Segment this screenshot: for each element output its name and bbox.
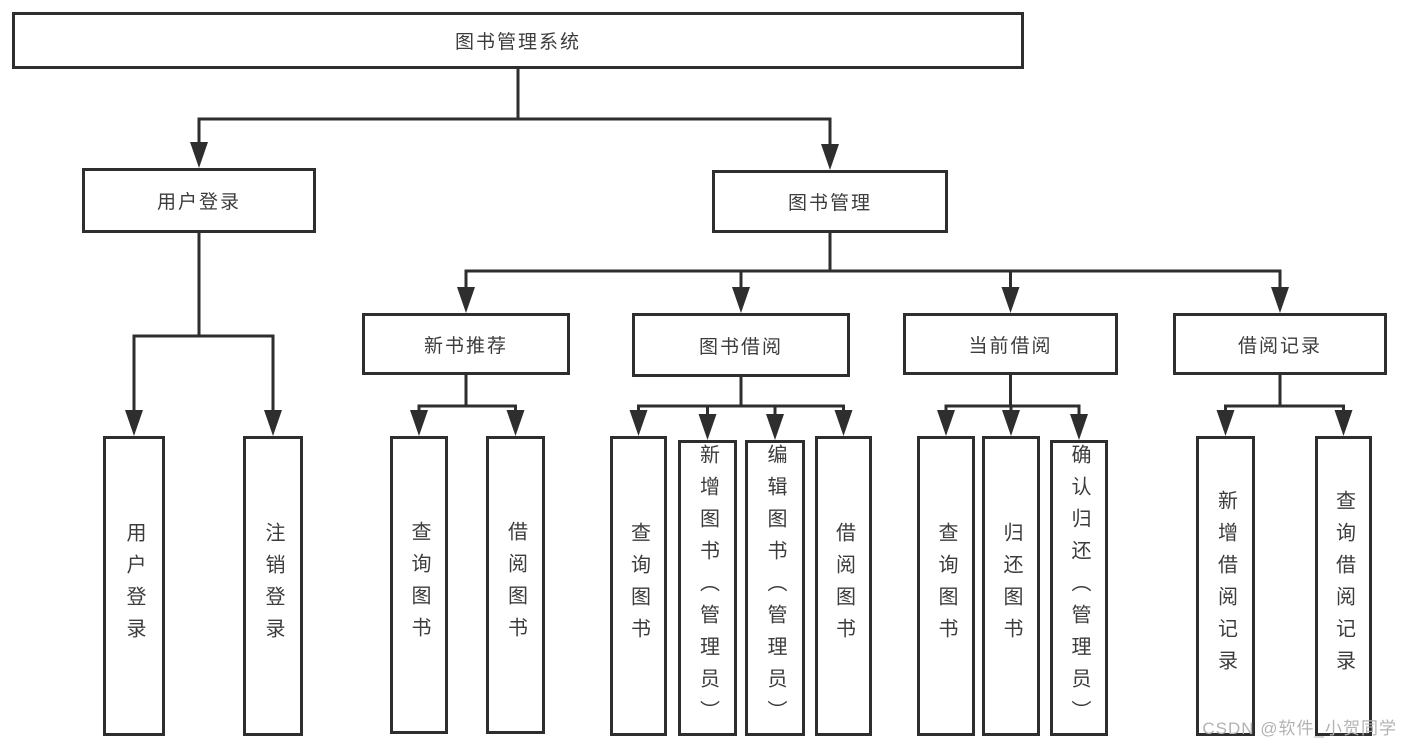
arrowhead-icon (698, 414, 717, 440)
arrowhead-icon (506, 410, 525, 436)
arrowhead-icon (834, 410, 853, 436)
arrowhead-icon (125, 410, 143, 436)
node-user-login: 用户登录 (82, 168, 316, 233)
node-logout: 注销登录 (243, 436, 303, 736)
arrowhead-icon (1070, 414, 1088, 440)
arrowhead-icon (190, 142, 208, 168)
arrowhead-icon (264, 410, 282, 436)
node-new-book-rec: 新书推荐 (362, 313, 570, 375)
node-label-nb-borrow-book: 借阅图书 (504, 521, 527, 649)
node-label-borrow-records: 借阅记录 (1237, 335, 1322, 357)
node-bb-query-book: 查询图书 (610, 436, 667, 736)
arrowhead-icon (766, 414, 784, 440)
arrowhead-icon (732, 287, 750, 313)
node-label-book-mgmt: 图书管理 (787, 193, 872, 214)
node-label-cb-confirm-return: 确认归还（管理员） (1068, 444, 1090, 732)
node-book-borrow: 图书借阅 (632, 313, 850, 377)
arrowhead-icon (821, 144, 839, 170)
node-label-br-add-record: 新增借阅记录 (1214, 490, 1237, 682)
node-label-br-query-record: 查询借阅记录 (1332, 490, 1355, 682)
node-bb-borrow-book: 借阅图书 (815, 436, 872, 736)
node-br-add-record: 新增借阅记录 (1196, 436, 1255, 736)
node-cb-confirm-return: 确认归还（管理员） (1050, 440, 1108, 736)
node-label-bb-edit-book: 编辑图书（管理员） (764, 444, 786, 732)
arrowhead-icon (1002, 410, 1020, 436)
node-label-login: 用户登录 (123, 522, 145, 650)
node-label-book-borrow: 图书借阅 (698, 336, 783, 358)
node-root: 图书管理系统 (12, 12, 1024, 69)
node-label-logout: 注销登录 (262, 522, 284, 650)
arrowhead-icon (1334, 410, 1353, 436)
arrowhead-icon (1271, 287, 1289, 313)
node-nb-query-book: 查询图书 (390, 436, 448, 734)
node-label-current-borrow: 当前借阅 (968, 335, 1053, 357)
node-book-mgmt: 图书管理 (712, 170, 948, 233)
node-label-bb-add-book: 新增图书（管理员） (696, 444, 719, 732)
arrowhead-icon (457, 287, 475, 313)
node-label-user-login: 用户登录 (156, 192, 241, 213)
node-borrow-records: 借阅记录 (1173, 313, 1387, 375)
node-label-new-book-rec: 新书推荐 (423, 335, 508, 357)
node-bb-add-book: 新增图书（管理员） (678, 440, 737, 736)
node-br-query-record: 查询借阅记录 (1315, 436, 1372, 736)
arrowhead-icon (937, 410, 955, 436)
node-cb-query-book: 查询图书 (917, 436, 975, 736)
arrowhead-icon (1216, 410, 1235, 436)
node-current-borrow: 当前借阅 (903, 313, 1118, 375)
node-label-root: 图书管理系统 (454, 32, 581, 53)
node-nb-borrow-book: 借阅图书 (486, 436, 545, 734)
node-login: 用户登录 (103, 436, 165, 736)
node-label-cb-return-book: 归还图书 (1000, 522, 1022, 650)
node-label-cb-query-book: 查询图书 (935, 522, 957, 650)
node-label-nb-query-book: 查询图书 (408, 521, 430, 649)
arrowhead-icon (1001, 287, 1020, 313)
node-bb-edit-book: 编辑图书（管理员） (745, 440, 805, 736)
node-label-bb-query-book: 查询图书 (627, 522, 650, 650)
node-label-bb-borrow-book: 借阅图书 (832, 522, 855, 650)
node-cb-return-book: 归还图书 (982, 436, 1040, 736)
arrowhead-icon (410, 410, 428, 436)
arrowhead-icon (629, 410, 648, 436)
